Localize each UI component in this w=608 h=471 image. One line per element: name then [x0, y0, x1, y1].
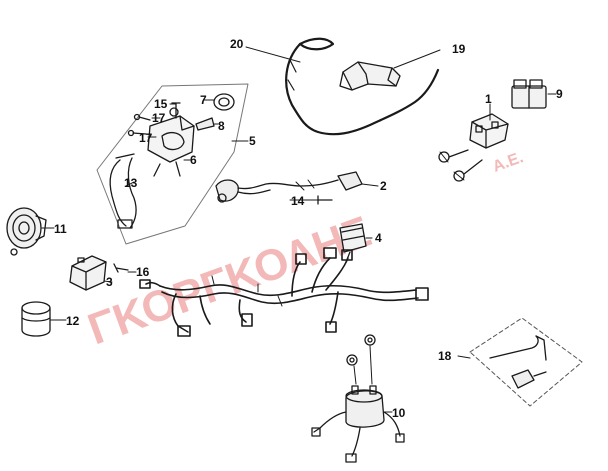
callout-20: 20 [230, 37, 244, 51]
callout-11: 11 [54, 222, 67, 236]
main-wiring-harness [139, 247, 429, 337]
callout-17-bottom: 17 [139, 131, 153, 145]
callout-14: 14 [291, 194, 305, 208]
part-1-relay [438, 113, 509, 182]
callout-8: 8 [218, 119, 225, 133]
callout-6: 6 [190, 153, 197, 167]
leader-lines [41, 46, 557, 413]
watermark: ΓΚΟΡΓΚΟΛΗΣ Α.Ε. [82, 149, 526, 354]
part-9-relay-block [511, 79, 547, 109]
callout-16: 16 [136, 265, 150, 279]
callout-2: 2 [380, 179, 387, 193]
callout-4: 4 [375, 231, 382, 245]
callout-19: 19 [452, 42, 466, 56]
ignition-group-outline [96, 83, 249, 245]
callout-17-top: 17 [152, 111, 166, 125]
part-16-screw [113, 263, 129, 273]
part-20-cable [285, 42, 440, 136]
part-8-key [195, 117, 215, 131]
part-17-screws [127, 113, 151, 137]
callout-5: 5 [249, 134, 256, 148]
part-12-cylinder [21, 301, 51, 337]
callout-18: 18 [438, 349, 452, 363]
callout-15: 15 [154, 97, 168, 111]
callout-13: 13 [124, 176, 138, 190]
part-11-horn [6, 207, 47, 256]
part-6-switch-body [147, 107, 195, 177]
callout-9: 9 [556, 87, 563, 101]
part-15-screw [171, 102, 181, 119]
part-10-starter-relay [311, 334, 405, 463]
part-2-sensor-wire [215, 171, 363, 203]
watermark-suffix: Α.Ε. [491, 149, 526, 176]
callout-7: 7 [200, 93, 207, 107]
part-14-bolt [317, 195, 333, 205]
part-3-flasher [69, 255, 107, 291]
callout-12: 12 [66, 314, 80, 328]
callout-10: 10 [392, 406, 406, 420]
callout-1: 1 [485, 92, 492, 106]
part-19-plug-cap [339, 61, 401, 91]
part-18-group [469, 317, 583, 407]
callout-3: 3 [106, 275, 113, 289]
callout-numbers: 20 19 1 9 7 15 17 8 17 5 6 13 2 14 4 11 … [54, 37, 563, 420]
part-13-wire [109, 153, 137, 229]
part-7-key-cap [213, 93, 235, 111]
